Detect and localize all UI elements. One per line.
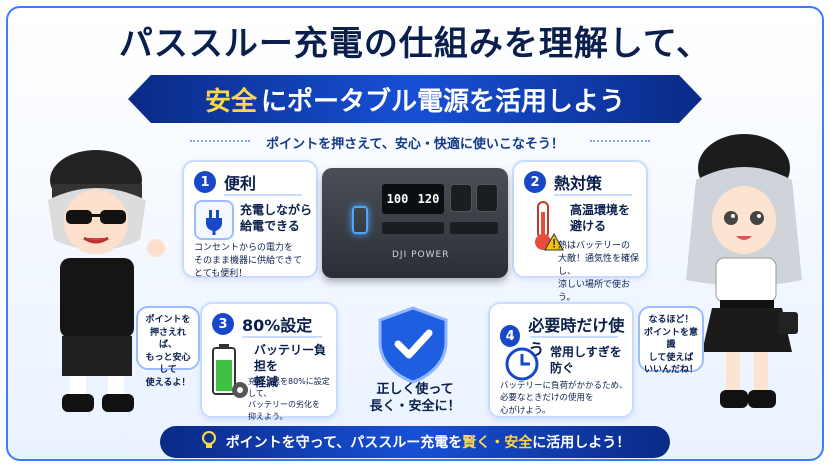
card-detail-line: 充電上限を80%に設定して、: [248, 377, 330, 398]
card-detail-line: 心がけよう。: [500, 405, 551, 416]
card-detail-text: 熱はバッテリーの 大敵！通気性を確保し、 涼しい場所で使おう。: [558, 240, 646, 305]
card-divider: [224, 194, 302, 196]
tagline-dots-left: [190, 140, 250, 142]
footer-text-end: に活用しよう！: [532, 435, 631, 451]
usb-port-row: [382, 222, 444, 234]
ac-outlet: [450, 184, 472, 212]
card-title: 便利: [224, 174, 257, 193]
card-main-line: 常用しすぎを: [550, 345, 622, 359]
card-divider: [530, 336, 618, 338]
card-detail-line: 抑えよう。: [248, 411, 288, 421]
card-main-text: 高温環境を 避ける: [570, 202, 630, 234]
card-detail-line: そのまま機器に供給できて: [194, 256, 303, 267]
card-use-when-needed: 4 必要時だけ使う 常用しすぎを 防ぐ バッテリーに負荷がかかるため、 必要なと…: [488, 302, 634, 418]
card-divider: [554, 194, 632, 196]
bubble-line: して使えば: [648, 352, 694, 363]
bubble-line: ポイントを意識: [644, 327, 699, 351]
dc-port-row: [450, 222, 498, 234]
tagline: ポイントを押さえて、安心・快適に使いこなそう！: [266, 137, 564, 152]
card-heat: 2 熱対策 高温環境を 避ける 熱はバッテリーの 大敵！通気性を確保し、 涼しい…: [512, 160, 648, 303]
card-title: 必要時だけ使う: [528, 316, 625, 359]
speech-bubble-right: なるほど！ ポイントを意識 して使えば いいんだね！: [638, 306, 704, 375]
bubble-line: 押さえれば、: [149, 327, 186, 351]
center-caption: 正しく使って 長く・安全に！: [332, 382, 498, 416]
card-detail-text: コンセントからの電力を そのまま機器に供給できて とても便利！: [194, 242, 302, 281]
card-detail-text: 充電上限を80%に設定して、 バッテリーの劣化を 抑えよう。: [248, 376, 336, 422]
card-main-line: 軽減: [254, 375, 279, 390]
card-detail-line: とても便利！: [194, 269, 248, 280]
card-detail-line: 熱はバッテリーの: [558, 241, 631, 251]
card-main-line: 防ぐ: [550, 361, 575, 376]
card-number: 2: [524, 171, 546, 193]
page-title: パススルー充電の仕組みを理解して、: [118, 24, 712, 64]
card-main-line: バッテリー負担を: [254, 343, 327, 374]
battery-icon: [210, 342, 252, 402]
card-main-line: 給電できる: [240, 219, 300, 234]
card-main-line: 避ける: [570, 219, 607, 234]
usb-port-highlight: [352, 206, 368, 234]
card-detail-line: 大敵！通気性を確保し、: [558, 254, 640, 278]
bubble-line: いいんだね！: [644, 365, 699, 376]
card-main-text: 常用しすぎを 防ぐ: [550, 344, 622, 376]
card-detail-line: バッテリーの劣化を: [248, 400, 320, 410]
card-main-text: 充電しながら 給電できる: [240, 202, 312, 234]
portable-power-station: 100 120 DJI POWER: [322, 168, 508, 278]
card-detail-line: バッテリーに負荷がかかるため、: [500, 381, 628, 391]
card-title: 80%設定: [242, 316, 313, 335]
subtitle-rest: にポータブル電源を活用しよう: [261, 86, 626, 117]
footer-text: ポイントを守って、パススルー充電を: [225, 435, 463, 451]
card-detail-line: 必要なときだけの使用を: [500, 393, 594, 404]
card-divider: [242, 336, 322, 338]
boy-character: [26, 140, 166, 420]
device-brand: DJI POWER: [392, 250, 450, 260]
card-detail-line: 涼しい場所で使おう。: [558, 280, 631, 304]
card-main-text: バッテリー負担を 軽減: [254, 342, 336, 391]
bubble-line: もっと安心して: [145, 352, 191, 376]
speech-bubble-left: ポイントを 押さえれば、 もっと安心して 使えるよ！: [136, 306, 200, 388]
lightbulb-icon: [200, 430, 218, 454]
plug-icon: [194, 200, 234, 240]
display-value-right: 120: [417, 192, 440, 206]
card-convenient: 1 便利 充電しながら 給電できる コンセントからの電力を そのまま機器に供給で…: [182, 160, 318, 281]
shield-check-icon: [368, 304, 458, 384]
card-number: 4: [500, 325, 521, 347]
girl-character: [668, 124, 808, 420]
center-caption-line: 正しく使って: [376, 382, 454, 397]
card-main-line: 高温環境を: [570, 203, 631, 217]
card-80-percent: 3 80%設定 バッテリー負担を 軽減 充電上限を80%に設定して、 バッテリー…: [200, 302, 338, 421]
display-value-left: 100: [386, 192, 409, 206]
clock-icon: [502, 344, 542, 384]
footer-accent: 賢く・安全: [462, 435, 533, 451]
device-display: 100 120: [382, 184, 444, 214]
card-title: 熱対策: [554, 174, 603, 193]
footer-banner: ポイントを守って、パススルー充電を賢く・安全に活用しよう！: [160, 426, 670, 458]
card-detail-line: コンセントからの電力を: [194, 243, 294, 253]
card-detail-text: バッテリーに負荷がかかるため、 必要なときだけの使用を 心がけよう。: [500, 380, 628, 417]
subtitle-banner: 安全にポータブル電源を活用しよう: [128, 75, 702, 123]
bubble-line: なるほど！: [648, 315, 694, 325]
ac-outlet: [476, 184, 498, 212]
bubble-line: 使えるよ！: [145, 377, 191, 388]
thermometer-icon: [526, 200, 566, 256]
card-number: 3: [212, 313, 234, 335]
card-number: 1: [194, 171, 216, 193]
bubble-line: ポイントを: [145, 315, 191, 325]
subtitle-accent: 安全: [204, 86, 257, 117]
tagline-dots-right: [590, 140, 650, 142]
center-caption-line: 長く・安全に！: [369, 398, 461, 414]
card-main-line: 充電しながら: [240, 203, 313, 217]
